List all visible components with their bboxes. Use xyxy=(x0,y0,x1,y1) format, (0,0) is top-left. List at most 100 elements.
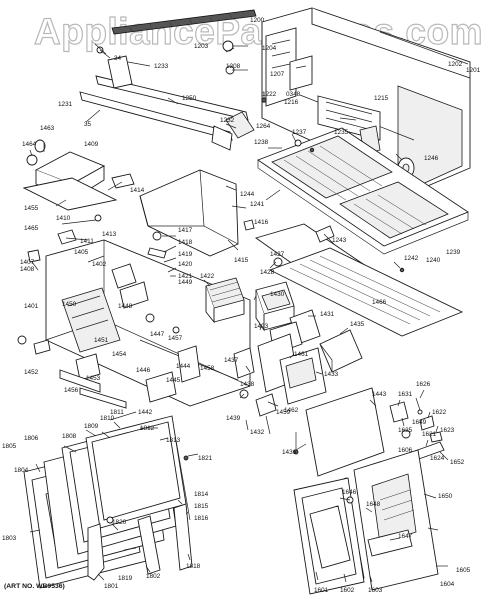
part-label-1811: 1811 xyxy=(110,409,124,416)
part-label-1603: 1603 xyxy=(368,587,383,594)
part-label-1238: 1238 xyxy=(254,139,269,146)
part-label-1602: 1602 xyxy=(340,587,355,594)
part-label-1264: 1264 xyxy=(256,123,271,130)
part-label-1235: 1235 xyxy=(334,129,349,136)
oven-chassis xyxy=(17,239,251,409)
door-assembly xyxy=(23,411,193,589)
part-label-1450: 1450 xyxy=(62,301,77,308)
part-label-1407: 1407 xyxy=(20,259,35,266)
part-label-1231: 1231 xyxy=(58,101,73,108)
part-label-1216: 1216 xyxy=(284,99,299,106)
part-label-1239: 1239 xyxy=(446,249,461,256)
part-label-1432: 1432 xyxy=(250,429,265,436)
part-label-1623: 1623 xyxy=(440,427,455,434)
part-label-1814: 1814 xyxy=(194,491,209,498)
part-label-1415: 1415 xyxy=(234,257,249,264)
small-hardware xyxy=(27,214,255,280)
part-label-1818: 1818 xyxy=(186,563,201,570)
part-label-1454: 1454 xyxy=(112,351,127,358)
part-label-1420: 1420 xyxy=(178,261,193,268)
part-label-1820: 1820 xyxy=(112,519,127,526)
part-label-1463: 1463 xyxy=(40,125,55,132)
art-number: (ART NO. WB9536) xyxy=(4,583,65,590)
part-label-1466: 1466 xyxy=(372,299,387,306)
part-label-0348: 0348 xyxy=(286,91,301,98)
part-label-1204: 1204 xyxy=(262,45,277,52)
part-label-1456: 1456 xyxy=(64,387,79,394)
part-label-1812: 1812 xyxy=(140,425,155,432)
part-label-1451: 1451 xyxy=(94,337,109,344)
part-label-1452: 1452 xyxy=(24,369,39,376)
magnetron xyxy=(205,277,245,324)
part-label-1405: 1405 xyxy=(74,249,89,256)
part-label-1418: 1418 xyxy=(178,239,193,246)
outer-cabinet xyxy=(261,7,471,191)
part-label-1464: 1464 xyxy=(22,141,37,148)
part-label-1806: 1806 xyxy=(24,435,39,442)
part-label-1649: 1649 xyxy=(412,419,427,426)
part-label-1631: 1631 xyxy=(398,391,413,398)
part-label-1650: 1650 xyxy=(438,493,453,500)
part-label-1233: 1233 xyxy=(154,63,169,70)
part-label-35: 35 xyxy=(84,121,92,128)
part-label-1421: 1421 xyxy=(178,273,193,280)
part-label-1250: 1250 xyxy=(182,95,197,102)
part-label-1201: 1201 xyxy=(466,67,481,74)
light-vent-panel xyxy=(257,127,469,255)
part-label-1419: 1419 xyxy=(178,251,193,258)
part-label-1601: 1601 xyxy=(314,587,329,594)
part-label-1244: 1244 xyxy=(240,191,255,198)
part-label-1409: 1409 xyxy=(84,141,99,148)
part-label-1462: 1462 xyxy=(284,407,299,414)
part-label-1439: 1439 xyxy=(226,415,241,422)
part-label-1208: 1208 xyxy=(226,63,241,70)
part-label-1445: 1445 xyxy=(166,377,181,384)
part-label-1435: 1435 xyxy=(350,321,365,328)
part-label-1246: 1246 xyxy=(424,155,439,162)
part-label-1241: 1241 xyxy=(250,201,265,208)
part-label-1417: 1417 xyxy=(178,227,193,234)
part-label-1606: 1606 xyxy=(398,447,413,454)
part-label-1816: 1816 xyxy=(194,515,209,522)
part-label-1458: 1458 xyxy=(200,365,215,372)
part-label-1457: 1457 xyxy=(168,335,183,342)
part-label-1821: 1821 xyxy=(198,455,213,462)
part-label-1625: 1625 xyxy=(398,427,413,434)
part-label-1626: 1626 xyxy=(416,381,431,388)
part-label-1652: 1652 xyxy=(450,459,465,466)
part-label-34: 34 xyxy=(114,55,122,62)
part-label-1428: 1428 xyxy=(260,269,275,276)
waveguide-cover xyxy=(22,139,135,211)
part-label-1437: 1437 xyxy=(224,357,239,364)
part-label-1605: 1605 xyxy=(456,567,471,574)
part-label-1444: 1444 xyxy=(176,363,191,370)
part-label-1805: 1805 xyxy=(2,443,17,450)
grease-filter xyxy=(268,247,464,337)
part-label-1624: 1624 xyxy=(430,455,445,462)
part-label-1243: 1243 xyxy=(332,237,347,244)
part-label-1804: 1804 xyxy=(14,467,29,474)
part-label-1431: 1431 xyxy=(320,311,335,318)
part-label-1453: 1453 xyxy=(86,375,101,382)
part-label-1200: 1200 xyxy=(250,17,265,24)
part-label-1416: 1416 xyxy=(254,219,269,226)
part-label-1455: 1455 xyxy=(24,205,39,212)
part-label-1237: 1237 xyxy=(292,129,307,136)
part-label-1815: 1815 xyxy=(194,503,209,510)
part-label-1461: 1461 xyxy=(294,351,309,358)
door-trim-frame xyxy=(293,477,365,595)
part-label-1809: 1809 xyxy=(84,423,99,430)
part-label-1648: 1648 xyxy=(366,501,381,508)
part-label-1242: 1242 xyxy=(404,255,419,262)
air-duct xyxy=(139,169,239,257)
part-label-1810: 1810 xyxy=(100,415,115,422)
part-label-1803: 1803 xyxy=(2,535,17,542)
part-label-1443: 1443 xyxy=(372,391,387,398)
part-label-1408: 1408 xyxy=(20,266,35,273)
part-label-1232: 1232 xyxy=(220,117,235,124)
leader-lines xyxy=(29,45,449,583)
part-label-1207: 1207 xyxy=(270,71,285,78)
part-label-1401: 1401 xyxy=(24,303,39,310)
